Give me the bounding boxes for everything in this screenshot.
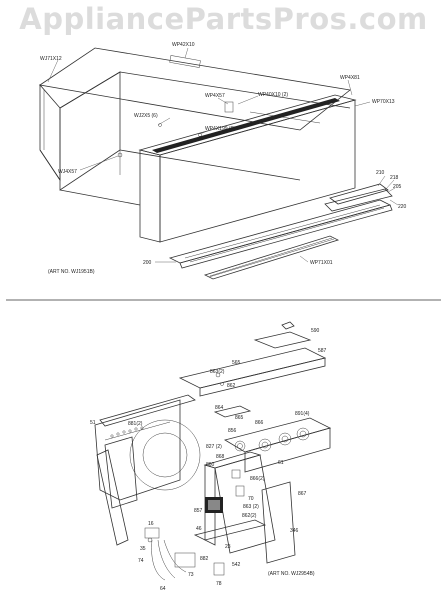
lower-labels: 590 587 565 863(2) 862 865 864 891(4) 88…: [90, 328, 327, 592]
lower-grille-frame: [168, 199, 392, 264]
label-891: 891(4): [295, 411, 310, 417]
label-46: 46: [196, 526, 202, 532]
watermark: AppliancePartsPros.com: [19, 2, 428, 36]
label-wj4x57: WJ4X57: [58, 169, 77, 175]
label-866: 866: [255, 420, 264, 426]
label-565: 565: [232, 360, 241, 366]
front-panel-left-side: [139, 149, 161, 243]
label-wp4x199: WP4X199 (6): [205, 126, 235, 132]
label-35: 35: [140, 546, 146, 552]
control-switches: [234, 427, 310, 452]
label-70: 70: [248, 496, 254, 502]
base-plate: [193, 519, 267, 541]
label-863b: 863 (2): [243, 504, 259, 510]
control-panel-front: [244, 427, 331, 473]
label-860: 860: [206, 462, 215, 468]
upper-cabinet-assembly: [38, 47, 399, 280]
chassis-left: [204, 464, 216, 546]
separate-grille: [203, 235, 340, 280]
label-542: 542: [232, 562, 241, 568]
chassis-front: [214, 454, 276, 554]
label-862: 862: [227, 383, 236, 389]
label-587: 587: [318, 348, 327, 354]
upper-leader-lines: [47, 47, 399, 263]
filter-panel: [329, 183, 389, 205]
label-857: 857: [194, 508, 203, 514]
label-78: 78: [216, 581, 222, 587]
label-wp4x57: WP4X57: [205, 93, 225, 99]
cabinet-left-flange: [39, 83, 61, 182]
wiring-harness: [144, 527, 187, 581]
connector: [231, 469, 241, 479]
label-856: 856: [228, 428, 237, 434]
art-number-upper: (ART NO. WJ1951B): [48, 269, 95, 275]
label-74: 74: [138, 558, 144, 564]
label-346: 346: [290, 528, 299, 534]
top-knob-part: [281, 321, 295, 330]
label-590: 590: [311, 328, 320, 334]
label-73: 73: [188, 572, 194, 578]
front-panel-face: [159, 99, 356, 243]
label-865: 865: [235, 415, 244, 421]
label-16: 16: [148, 521, 154, 527]
inner-bracket: [224, 101, 234, 113]
label-wp42x10: WP42X10: [172, 42, 195, 48]
control-panel-top: [223, 417, 332, 453]
lower-grille-front: [179, 204, 393, 269]
label-205: 205: [393, 184, 402, 190]
left-side-panel: [104, 436, 138, 509]
blower-housing-top: [99, 394, 196, 427]
access-cover: [261, 481, 296, 564]
label-wp71x01: WP71X01: [310, 260, 333, 266]
side-strip: [96, 449, 129, 546]
label-864: 864: [215, 405, 224, 411]
relay: [235, 485, 245, 497]
filter-frame: [324, 188, 393, 212]
label-23: 23: [225, 544, 231, 550]
label-wp70x13: WP70X13: [372, 99, 395, 105]
small-top-plate: [253, 331, 312, 349]
upper-labels: WJ71X12 WP42X10 WP4X57 WP40X10 (2) WJ2X5…: [40, 42, 407, 275]
label-200: 200: [143, 260, 152, 266]
cabinet-top-face: [38, 47, 351, 131]
label-61: 61: [278, 460, 284, 466]
label-64: 64: [160, 586, 166, 592]
main-top-cover: [178, 347, 327, 389]
label-882: 882: [200, 556, 209, 562]
label-881: 881(2): [128, 421, 143, 427]
small-bracket-plate: [213, 405, 252, 418]
lower-grille-slats: [184, 204, 385, 263]
bottom-clip: [213, 562, 225, 576]
label-210: 210: [376, 170, 385, 176]
label-wp40x10: WP40X10 (2): [258, 92, 288, 98]
label-866b: 866(2): [250, 476, 265, 482]
label-wj2x5: WJ2X5 (6): [134, 113, 158, 119]
blower-housing-back: [94, 399, 181, 501]
label-827: 827 (2): [206, 444, 222, 450]
label-51: 51: [90, 420, 96, 426]
label-867: 867: [298, 491, 307, 497]
blower-opening: [129, 419, 201, 491]
main-top-cover-edge: [199, 357, 326, 397]
label-wp4x81: WP4X81: [340, 75, 360, 81]
label-218: 218: [390, 175, 399, 181]
label-862b: 862(2): [242, 513, 257, 519]
label-863: 863(2): [210, 369, 225, 375]
art-number-lower: (ART NO. WJ2954B): [268, 571, 315, 577]
lower-control-assembly: [94, 321, 332, 581]
front-panel-trim-strip: [152, 98, 340, 153]
label-220: 220: [398, 204, 407, 210]
bottom-terminal-block: [174, 552, 196, 568]
top-rail-bracket: [169, 55, 201, 68]
label-wj71x12: WJ71X12: [40, 56, 62, 62]
label-868: 868: [216, 454, 225, 460]
